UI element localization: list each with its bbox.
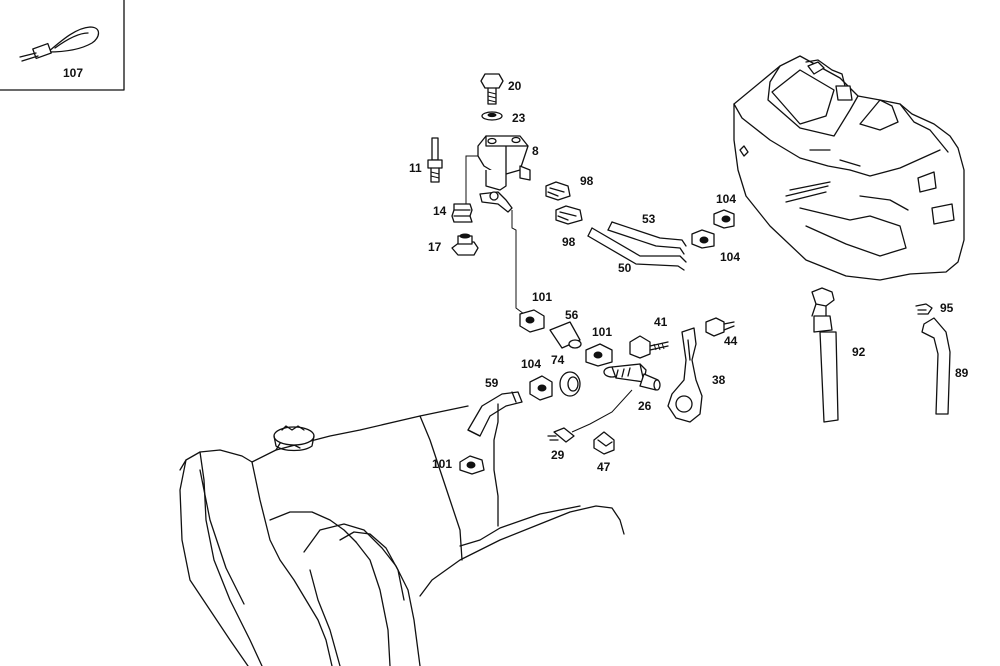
part-74-grommet[interactable] (559, 371, 581, 397)
part-107-cable-tie[interactable] (19, 26, 100, 62)
callout-101-upper: 101 (532, 290, 552, 304)
part-104-clamp-lower[interactable] (691, 229, 715, 249)
callout-38: 38 (712, 373, 726, 387)
part-92-tube[interactable] (811, 287, 839, 423)
callout-59: 59 (485, 376, 499, 390)
part-59-hose[interactable] (467, 391, 523, 437)
callout-101-mid: 101 (592, 325, 612, 339)
part-98-clamp-upper[interactable] (545, 181, 571, 201)
part-56-fitting[interactable] (549, 321, 582, 349)
callout-56: 56 (565, 308, 579, 322)
part-23-washer[interactable] (481, 111, 503, 121)
callout-26: 26 (638, 399, 652, 413)
part-20-bolt[interactable] (480, 73, 504, 105)
callout-20: 20 (508, 79, 522, 93)
callout-95: 95 (940, 301, 954, 315)
part-50-hose[interactable] (587, 227, 687, 271)
callout-14: 14 (433, 204, 447, 218)
callout-8: 8 (532, 144, 539, 158)
engine-block (179, 403, 625, 666)
part-101-clamp-a[interactable] (519, 309, 545, 333)
callout-74: 74 (551, 353, 565, 367)
callout-98-upper: 98 (580, 174, 594, 188)
callout-29: 29 (551, 448, 565, 462)
callout-92: 92 (852, 345, 866, 359)
part-104-clamp-mid[interactable] (529, 375, 553, 401)
part-17-nut[interactable] (451, 233, 479, 256)
callout-41: 41 (654, 315, 668, 329)
callout-89: 89 (955, 366, 969, 380)
callout-47: 47 (597, 460, 611, 474)
part-14-grommet[interactable] (451, 203, 473, 223)
callout-17: 17 (428, 240, 442, 254)
part-41-bolt[interactable] (629, 335, 669, 359)
part-101-clamp-c[interactable] (459, 455, 485, 475)
part-98-clamp-lower[interactable] (555, 205, 583, 225)
part-29-connector[interactable] (547, 427, 575, 443)
callout-23: 23 (512, 111, 526, 125)
callout-53: 53 (642, 212, 656, 226)
part-38-bracket[interactable] (667, 327, 703, 423)
part-11-stud[interactable] (427, 137, 443, 183)
callout-104-mid: 104 (521, 357, 541, 371)
callout-44: 44 (724, 334, 738, 348)
part-44-screw[interactable] (705, 317, 735, 337)
vacuum-line (511, 210, 525, 315)
engine-filler-cap (273, 425, 315, 452)
reservoir-tank (733, 55, 965, 281)
part-26-valve[interactable] (603, 363, 661, 391)
part-104-clamp-upper[interactable] (713, 209, 735, 229)
callout-101-lower: 101 (432, 457, 452, 471)
part-101-clamp-b[interactable] (585, 343, 613, 367)
callout-104-upper: 104 (716, 192, 736, 206)
inset-box (0, 0, 125, 91)
part-53-hose[interactable] (607, 221, 687, 255)
callout-107: 107 (63, 66, 83, 80)
vacuum-line-26-29 (571, 389, 633, 433)
part-8-valve[interactable] (477, 135, 531, 213)
callout-11: 11 (409, 161, 422, 175)
part-47-clip[interactable] (593, 431, 615, 455)
callout-50: 50 (618, 261, 632, 275)
part-89-tube[interactable] (921, 317, 951, 415)
callout-104-lower: 104 (720, 250, 740, 264)
leader-valve-14 (465, 155, 478, 204)
callout-98-lower: 98 (562, 235, 576, 249)
part-95-clip[interactable] (915, 303, 933, 315)
